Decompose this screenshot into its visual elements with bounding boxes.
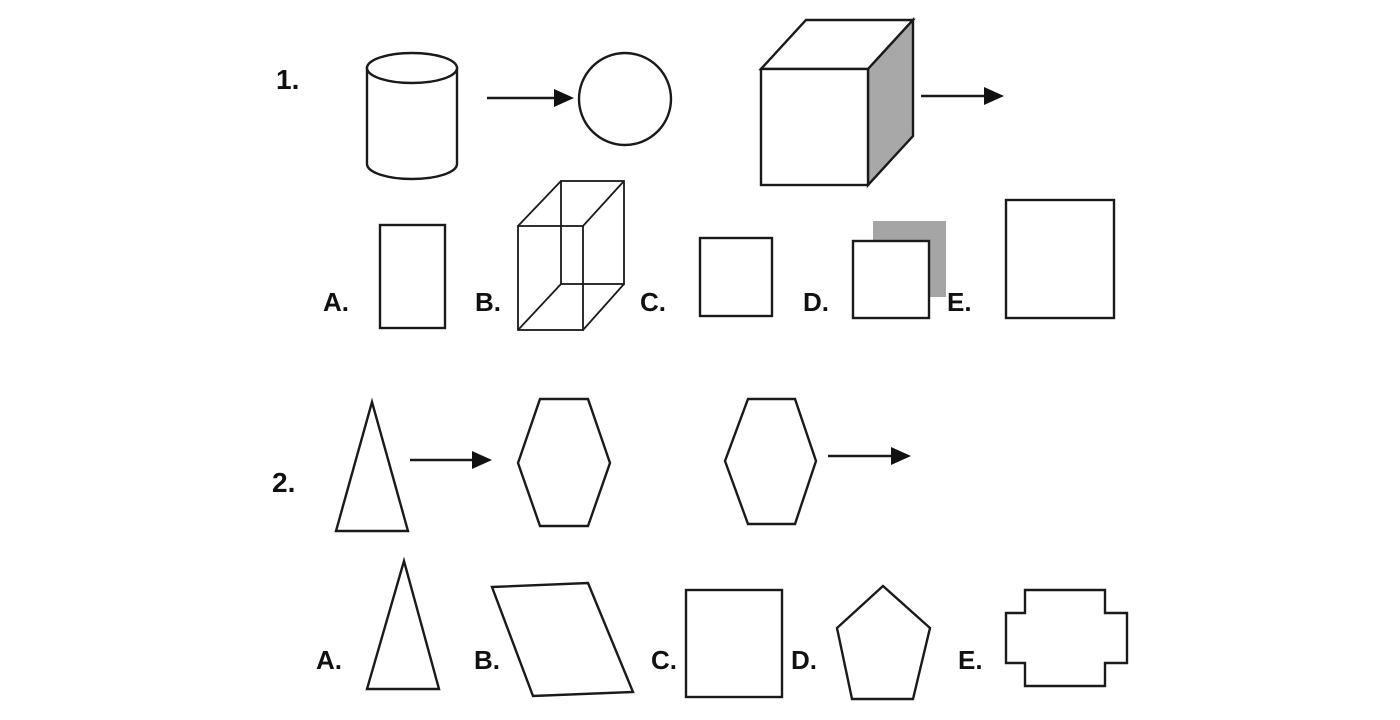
q1-option-e-letter: E. [947,287,972,317]
q2-option-c-square [684,588,784,699]
q1-option-e[interactable]: E. [947,198,1116,320]
q2-option-a[interactable]: A. [316,556,441,691]
q1-example-arrow [487,89,574,107]
q1-cylinder-shape [365,51,459,181]
q1-option-b-letter: B. [475,287,501,317]
q1-option-a[interactable]: A. [323,223,447,330]
q1-cube-shape [758,16,916,189]
q1-option-b-wireframe-cuboid [517,180,625,331]
q1-circle-shape [577,51,673,147]
question-1: 1. A. B. [276,16,1116,331]
q1-prompt-arrow [921,87,1004,105]
q1-option-c-square [698,236,774,318]
q2-triangle-shape [334,397,410,533]
q2-option-b-parallelogram [490,581,635,698]
q2-example-arrow [410,451,492,469]
q2-prompt-hexagon-shape [723,397,818,526]
q2-prompt-arrow [828,447,911,465]
q1-option-c-letter: C. [640,287,666,317]
q1-option-a-rectangle [378,223,447,330]
q2-option-c[interactable]: C. [651,588,784,699]
q1-option-a-letter: A. [323,287,349,317]
q1-option-d[interactable]: D. [803,221,946,320]
q2-option-b[interactable]: B. [474,581,635,698]
q2-option-e-cross-shape [1004,588,1129,688]
question-2: 2. A. B. C. D. [272,397,1129,701]
q1-option-d-square-with-shadow [851,221,946,320]
q2-hexagon-shape [516,397,612,528]
q2-option-c-letter: C. [651,645,677,675]
question-2-number: 2. [272,467,295,498]
q1-option-e-square [1004,198,1116,320]
q2-option-b-letter: B. [474,645,500,675]
question-1-number: 1. [276,64,299,95]
q2-option-d-pentagon [835,584,932,701]
q2-option-a-letter: A. [316,645,342,675]
q2-option-e[interactable]: E. [958,588,1129,688]
q2-option-d-letter: D. [791,645,817,675]
q2-option-d[interactable]: D. [791,584,932,701]
q2-option-a-triangle [365,556,441,691]
q1-option-c[interactable]: C. [640,236,774,318]
q1-option-d-letter: D. [803,287,829,317]
q1-option-b[interactable]: B. [475,180,625,331]
q2-option-e-letter: E. [958,645,983,675]
